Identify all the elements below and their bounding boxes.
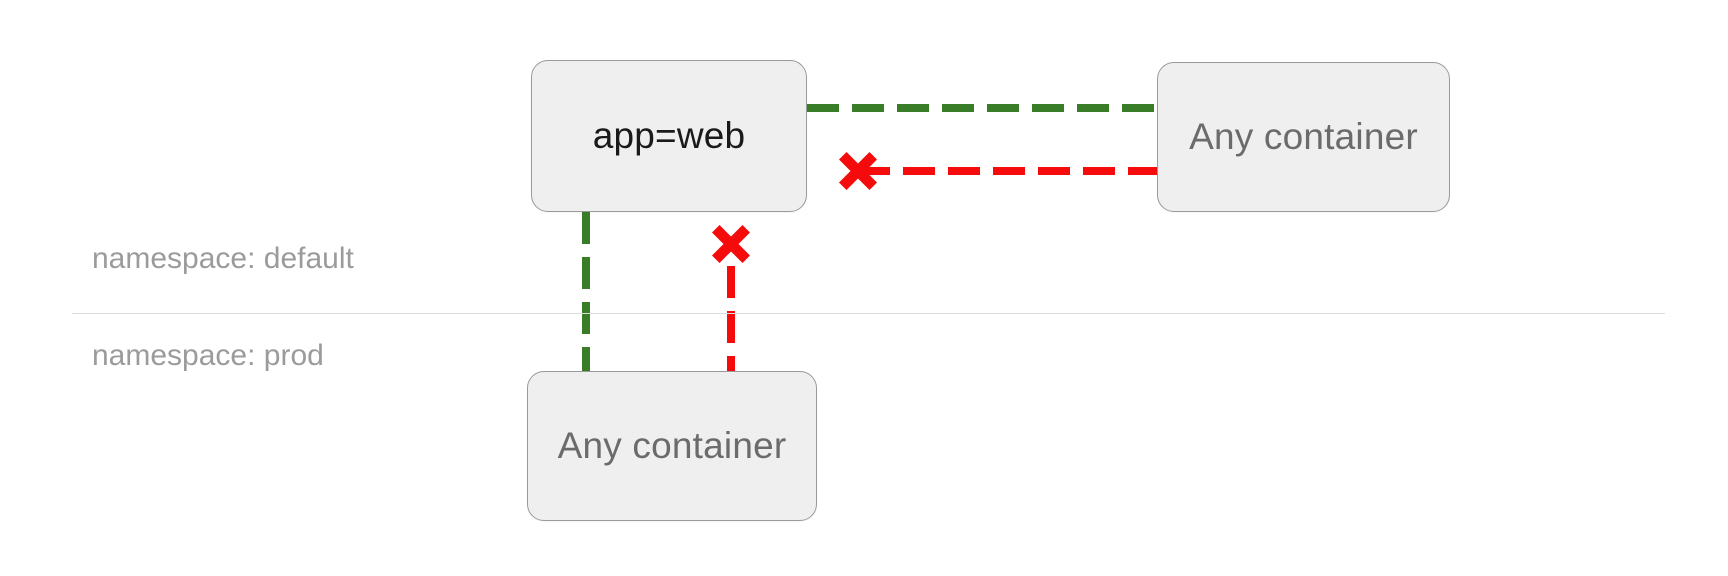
namespace-label-prod: namespace: prod [92,339,324,372]
node-container-default[interactable]: Any container [1157,62,1450,212]
deny-x-mark-icon [708,221,754,267]
node-container-prod[interactable]: Any container [527,371,817,521]
node-label: Any container [1189,116,1418,157]
node-label: Any container [557,425,787,466]
namespace-divider [72,313,1665,314]
namespace-label-default: namespace: default [92,242,354,275]
deny-x-mark-icon [835,148,881,194]
node-pod-app-web[interactable]: app=web [531,60,807,212]
x-mark-icon [839,152,877,190]
node-label: app=web [592,115,746,156]
x-mark-icon [712,225,750,263]
